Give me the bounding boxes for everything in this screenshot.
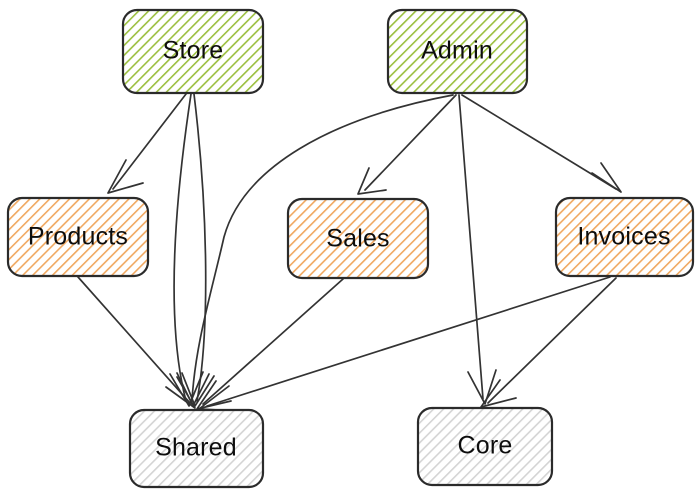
edge-layer [77,93,622,412]
node-core[interactable]: Core [416,406,554,487]
edge-store-shared-b [181,93,215,407]
edge-store-shared-a [169,93,204,407]
node-shared[interactable]: Shared [128,408,265,489]
node-shared-label: Shared [155,434,237,462]
node-store-shape[interactable] [121,8,265,95]
node-layer: Store Admin Products Sales Invoices Shar [6,8,695,489]
node-products-label: Products [28,223,128,251]
node-core-label: Core [458,432,513,460]
node-products-shape[interactable] [6,196,150,278]
node-store-label: Store [163,37,224,65]
node-sales-label: Sales [326,225,390,253]
node-sales-shape[interactable] [286,197,430,280]
node-store[interactable]: Store [121,8,265,95]
edge-admin-sales [357,94,457,195]
edge-products-shared [77,276,196,409]
node-invoices-label: Invoices [577,223,670,251]
node-admin-shape[interactable] [386,8,529,95]
node-admin[interactable]: Admin [386,8,529,95]
node-invoices[interactable]: Invoices [554,196,695,278]
node-sales[interactable]: Sales [286,197,430,280]
node-core-shape[interactable] [416,406,554,487]
edge-admin-core [458,94,497,405]
node-admin-label: Admin [421,37,493,65]
node-invoices-shape[interactable] [554,196,695,278]
node-products[interactable]: Products [6,196,150,278]
edge-store-products [107,93,187,194]
edge-sales-shared [196,278,344,410]
edge-admin-invoices [461,94,622,193]
node-shared-shape[interactable] [128,408,265,489]
